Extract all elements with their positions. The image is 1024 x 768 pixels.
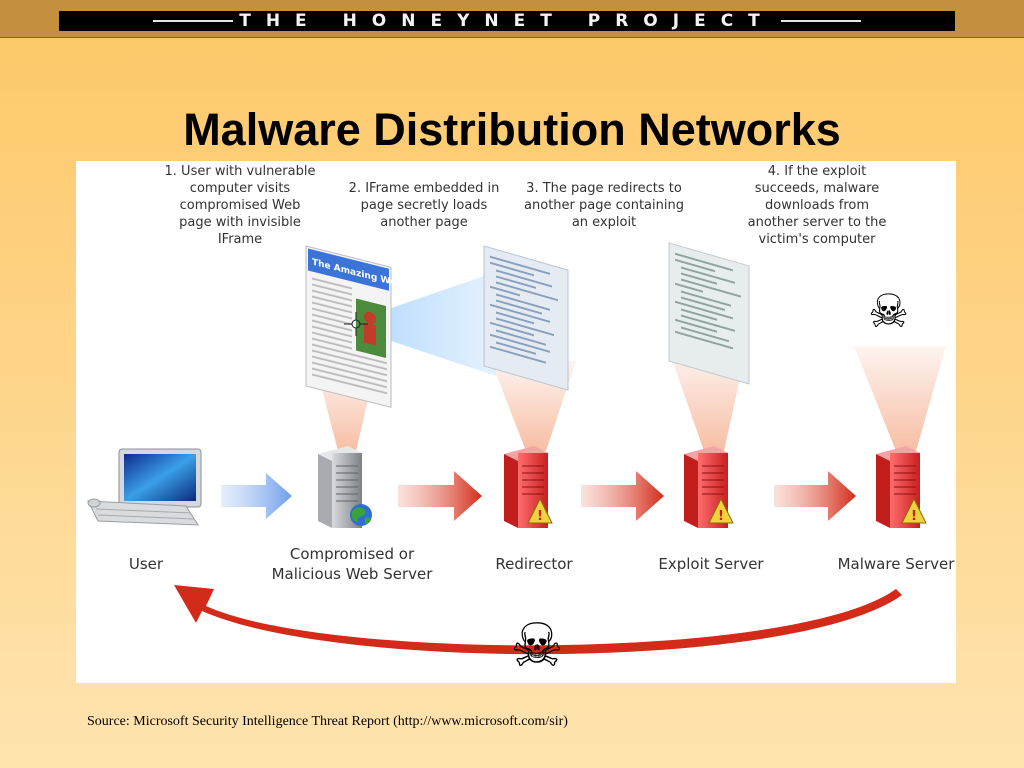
svg-text:!: ! <box>718 509 724 524</box>
step-4-text: 4. If the exploit succeeds, malware down… <box>747 164 887 247</box>
step-2-text: 2. IFrame embedded in page secretly load… <box>348 181 500 230</box>
beam-malware <box>854 346 946 451</box>
exploit-server-icon <box>684 446 728 528</box>
redirector-label: Redirector <box>495 555 573 573</box>
svg-text:!: ! <box>911 509 917 524</box>
crosshair-icon <box>344 312 368 336</box>
svg-text:!: ! <box>537 509 543 524</box>
slide-title: Malware Distribution Networks <box>183 104 841 155</box>
warning-icon: ! <box>527 497 553 524</box>
server-icon <box>318 446 362 528</box>
warning-icon: ! <box>708 497 734 524</box>
redirect-code-page <box>483 245 569 391</box>
iframe-ray <box>354 276 496 376</box>
banner-rule-right <box>780 20 861 22</box>
web-server-label-line2: Malicious Web Server <box>271 565 433 583</box>
arrow-exploit-to-malware <box>774 471 856 521</box>
return-arrow <box>174 585 902 655</box>
banner-text: THE HONEYNET PROJECT <box>239 11 775 31</box>
skull-crossbones-icon: ☠ <box>868 285 910 337</box>
globe-icon <box>350 504 372 526</box>
step-3-text: 3. The page redirects to another page co… <box>524 181 684 230</box>
exploit-server-label: Exploit Server <box>658 555 764 573</box>
honeynet-banner: THE HONEYNET PROJECT <box>59 11 955 31</box>
distribution-diagram: The Amazing Web Page <box>76 161 956 683</box>
arrow-redirector-to-exploit <box>581 471 664 521</box>
step-1-text: 1. User with vulnerable computer visits … <box>164 164 316 247</box>
user-label: User <box>128 555 164 573</box>
arrow-user-to-webserver <box>221 473 292 519</box>
skull-crossbones-icon: ☠ <box>510 612 564 679</box>
warning-icon: ! <box>901 497 927 524</box>
header-band: THE HONEYNET PROJECT <box>0 0 1024 38</box>
diagram-graphics: The Amazing Web Page <box>87 242 946 655</box>
exploit-code-page <box>668 242 750 385</box>
web-server-label: Compromised or Malicious Web Server <box>262 544 442 584</box>
web-server-label-line1: Compromised or <box>289 545 415 563</box>
computer-icon <box>87 448 202 526</box>
source-citation: Source: Microsoft Security Intelligence … <box>87 714 568 729</box>
arrow-webserver-to-redirector <box>398 471 482 521</box>
banner-rule-left <box>153 20 234 22</box>
malware-server-label: Malware Server <box>837 555 955 573</box>
